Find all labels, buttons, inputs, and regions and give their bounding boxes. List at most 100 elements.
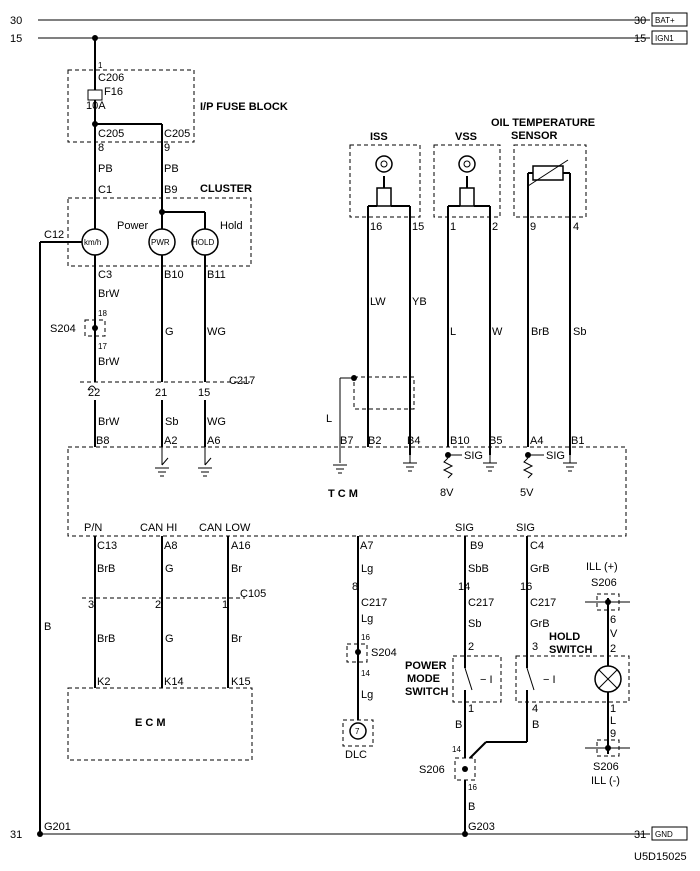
connector-c217-label: C217 bbox=[229, 375, 255, 387]
wire-brw-1: BrW bbox=[98, 288, 120, 300]
s206-label: S206 bbox=[419, 764, 445, 776]
wire-wg: WG bbox=[207, 326, 226, 338]
pickup-coil-icon bbox=[376, 187, 392, 207]
tcm-pin-c4: C4 bbox=[530, 540, 544, 552]
can-harness: BrB G Br C105 3 2 1 BrB G Br K2 K14 K15 … bbox=[67, 536, 266, 761]
connector-c217-mark bbox=[87, 385, 97, 391]
ground-icon bbox=[198, 467, 212, 477]
oil-pin-9: 9 bbox=[530, 221, 536, 233]
s206-ground-splice: 14 S206 16 B G203 bbox=[419, 745, 495, 837]
resistor-icon bbox=[442, 457, 454, 479]
wire-pb-1: PB bbox=[98, 163, 113, 175]
wire-brb: BrB bbox=[531, 326, 549, 338]
pickup-coil-icon bbox=[459, 187, 475, 207]
fuse-block-title: I/P FUSE BLOCK bbox=[200, 101, 288, 113]
ecm-module bbox=[67, 687, 253, 761]
tcm-sig-3: SIG bbox=[455, 522, 474, 534]
lamp-pin-9: 9 bbox=[610, 728, 616, 740]
tcm-pn: P/N bbox=[84, 522, 102, 534]
ground-icon bbox=[403, 462, 417, 472]
power-mode-switch-branch: SbB 14 C217 Sb 2 − I 1 POWER MODE SWITCH… bbox=[405, 536, 502, 758]
wire-lg-2: Lg bbox=[361, 613, 373, 625]
wire-w: W bbox=[492, 326, 503, 338]
s206-bottom-label: S206 bbox=[593, 761, 619, 773]
wire-pb-2: PB bbox=[164, 163, 179, 175]
ground-icon bbox=[155, 467, 169, 477]
ill-plus-label: ILL (+) bbox=[586, 561, 618, 573]
splice-s204-label: S204 bbox=[50, 323, 76, 335]
c217-pin-21: 21 bbox=[155, 387, 167, 399]
tcm-pin-a6: A6 bbox=[207, 435, 220, 447]
rail-gnd-left-label: 31 bbox=[10, 829, 22, 841]
fuse-conn-out-a: C205 bbox=[98, 128, 124, 140]
diagram-code: U5D15025 bbox=[634, 851, 687, 863]
c105-pin-3: 3 bbox=[88, 599, 94, 611]
wire-l: L bbox=[450, 326, 456, 338]
cluster-pin-b11: B11 bbox=[207, 269, 226, 281]
tcm-sig-1: SIG bbox=[464, 450, 483, 462]
dlc-c217-label: C217 bbox=[361, 597, 387, 609]
pm-c217-label: C217 bbox=[468, 597, 494, 609]
meter-kmh-label: km/h bbox=[84, 238, 101, 247]
cluster-pin-c3: C3 bbox=[98, 269, 112, 281]
dlc-connector-icon bbox=[349, 722, 367, 740]
wire-brb-pn-2: BrB bbox=[97, 633, 115, 645]
tcm-can-hi: CAN HI bbox=[140, 522, 177, 534]
oil-temp-title-2: SENSOR bbox=[511, 130, 558, 142]
shield-wire-label: L bbox=[326, 413, 332, 425]
ip-fuse-block: 1 C206 F16 10A C205 C205 8 9 I/P FUSE BL… bbox=[67, 35, 288, 180]
tcm-pin-a2: A2 bbox=[164, 435, 177, 447]
hs-c217-pin-16: 16 bbox=[520, 581, 532, 593]
hold-switch-symbol: − I bbox=[543, 674, 556, 686]
lamp-pin-1: 1 bbox=[610, 703, 616, 715]
wire-br-canlow: Br bbox=[231, 563, 242, 575]
wire-brw-3: BrW bbox=[98, 416, 120, 428]
tcm-pin-a8: A8 bbox=[164, 540, 177, 552]
s206-pin-16: 16 bbox=[468, 783, 477, 792]
dlc-pin-7: 7 bbox=[355, 727, 360, 736]
left-wire-harness: BrW 18 S204 17 BrW G WG C217 22 21 15 Br… bbox=[50, 288, 255, 447]
oil-pin-4: 4 bbox=[573, 221, 579, 233]
rail-bat: 30 30 BAT+ bbox=[10, 12, 688, 27]
tcm-can-low: CAN LOW bbox=[199, 522, 251, 534]
ground-icon bbox=[563, 462, 577, 472]
cluster-hold-label: Hold bbox=[220, 220, 243, 232]
resistor-icon bbox=[522, 457, 534, 479]
ecm-pin-k14: K14 bbox=[164, 676, 184, 688]
tcm-pin-b8: B8 bbox=[96, 435, 109, 447]
sensor-oil-temp: OIL TEMPERATURE SENSOR 9 4 BrB Sb bbox=[491, 117, 595, 455]
meter-pwr-label: PWR bbox=[151, 238, 170, 247]
tcm-sig-4: SIG bbox=[516, 522, 535, 534]
rail-ign: 15 15 IGN1 bbox=[10, 30, 688, 45]
rail-gnd-tag: GND bbox=[655, 830, 673, 839]
tcm-pin-a4: A4 bbox=[530, 435, 543, 447]
rail-ign-left-label: 15 bbox=[10, 33, 22, 45]
ground-icon bbox=[483, 462, 497, 472]
power-mode-switch-symbol: − I bbox=[480, 674, 493, 686]
splice-s204-icon bbox=[355, 649, 361, 655]
lamp-pin-2: 2 bbox=[610, 643, 616, 655]
wire-wg-2: WG bbox=[207, 416, 226, 428]
rail-gnd-right-label: 31 bbox=[634, 829, 646, 841]
power-mode-switch bbox=[452, 655, 502, 703]
wire-sb-pm: Sb bbox=[468, 618, 481, 630]
wire-yb: YB bbox=[412, 296, 427, 308]
tcm-pin-b7: B7 bbox=[340, 435, 353, 447]
wire-g: G bbox=[165, 326, 174, 338]
tcm-pin-b5: B5 bbox=[489, 435, 502, 447]
sensor-iss: ISS 16 15 LW YB bbox=[349, 131, 427, 455]
pm-c217-pin-14: 14 bbox=[458, 581, 470, 593]
dlc-branch: Lg 8 C217 Lg 16 S204 14 Lg 7 DLC bbox=[342, 536, 397, 761]
rail-gnd: 31 31 GND bbox=[10, 826, 688, 841]
hs-pin-4: 4 bbox=[532, 703, 538, 715]
wire-b-ground: B bbox=[468, 801, 475, 813]
wire-sb: Sb bbox=[165, 416, 178, 428]
tcm-pin-b10: B10 bbox=[450, 435, 470, 447]
ill-minus-label: ILL (-) bbox=[591, 775, 620, 787]
wire-brb-pn: BrB bbox=[97, 563, 115, 575]
shield: L bbox=[326, 375, 415, 463]
dlc-label: DLC bbox=[345, 749, 367, 761]
connector-c105-label: C105 bbox=[240, 588, 266, 600]
splice-s206-icon bbox=[462, 766, 468, 772]
